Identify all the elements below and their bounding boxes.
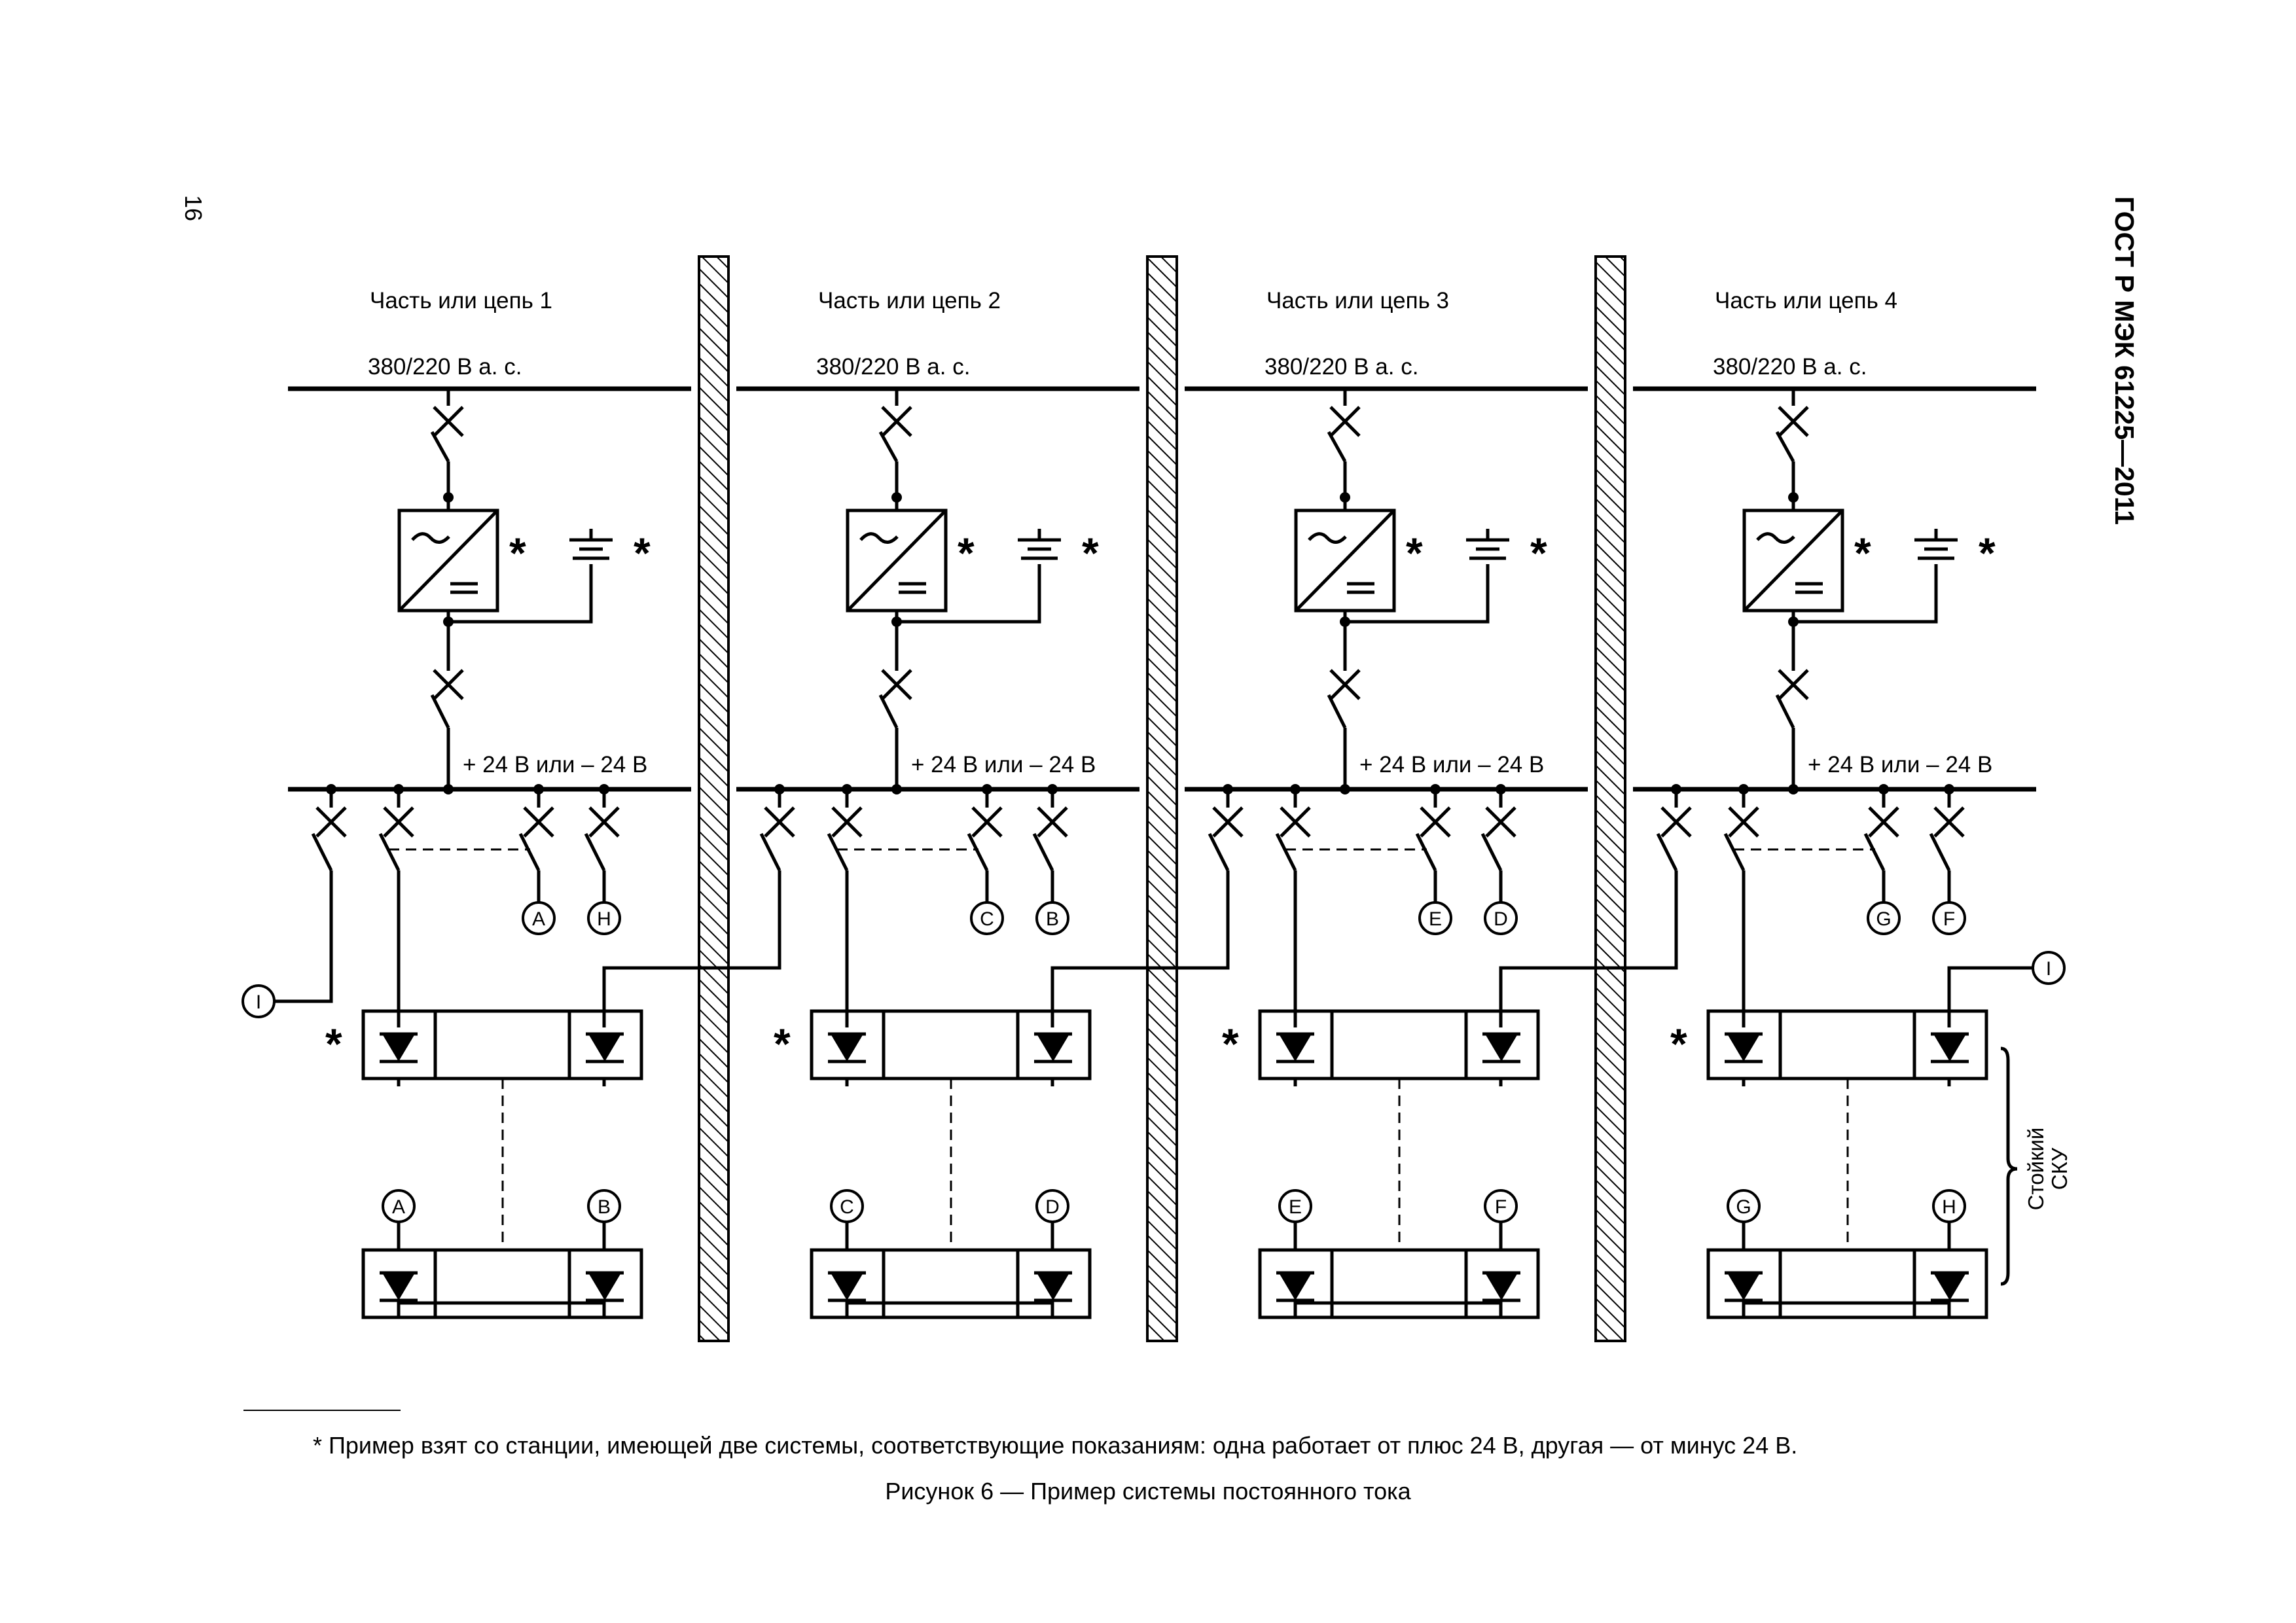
cable-section2-to-section3 xyxy=(1050,870,1230,1027)
cable-section1-to-section2 xyxy=(602,870,781,1027)
brace-label-line1: Стойкий xyxy=(2024,1128,2048,1211)
circuit-section-4: G F * * * G H xyxy=(1633,386,2036,1319)
section-3-diode-marker: * xyxy=(1222,1020,1239,1068)
section-1-battery-marker: * xyxy=(634,529,651,577)
loop-terminal-left-label: I xyxy=(256,991,261,1013)
section-1-outlet-2: H xyxy=(597,908,611,930)
section-4-ac-label: 380/220 В а. с. xyxy=(1713,354,1867,380)
circuit-section-2: C B * * * C D xyxy=(736,386,1139,1319)
section-2-outlet-2: B xyxy=(1046,908,1059,930)
section-2-battery-marker: * xyxy=(1082,529,1099,577)
section-2-outlet-1: C xyxy=(980,908,994,930)
section-4-converter-marker: * xyxy=(1854,529,1871,577)
section-2-diode-marker: * xyxy=(774,1020,791,1068)
section-3-converter-marker: * xyxy=(1406,529,1423,577)
section-4-dc-label: + 24 В или – 24 В xyxy=(1808,752,1992,777)
section-4-outlet-1: G xyxy=(1876,908,1891,930)
section-2-dc-label: + 24 В или – 24 В xyxy=(911,752,1096,777)
section-1-lower-2: B xyxy=(598,1196,611,1218)
partition-wall-1 xyxy=(698,255,730,1342)
page-number: 16 xyxy=(180,195,207,221)
section-2-lower-2: D xyxy=(1045,1196,1060,1218)
section-3-ac-label: 380/220 В а. с. xyxy=(1265,354,1418,380)
section-labels: Часть или цепь 1 Часть или цепь 2 Часть … xyxy=(368,288,1992,777)
section-3-lower-1: E xyxy=(1289,1196,1302,1218)
section-3-title: Часть или цепь 3 xyxy=(1266,288,1449,313)
section-1-title: Часть или цепь 1 xyxy=(370,288,552,313)
loop-terminal-right: I xyxy=(2032,951,2066,985)
footnote: * Пример взят со станции, имеющей две си… xyxy=(313,1432,1797,1459)
circuit-section-1: A H * * * A B xyxy=(288,386,691,1319)
section-4-lower-1: G xyxy=(1736,1196,1751,1218)
section-1-converter-marker: * xyxy=(509,529,526,577)
curly-brace xyxy=(2000,1046,2018,1286)
section-4-battery-marker: * xyxy=(1979,529,1996,577)
section-1-dc-label: + 24 В или – 24 В xyxy=(463,752,647,777)
section-2-ac-label: 380/220 В а. с. xyxy=(816,354,970,380)
section-3-battery-marker: * xyxy=(1530,529,1547,577)
circuit-section-3: E D * * * E F xyxy=(1185,386,1588,1319)
section-2-converter-marker: * xyxy=(958,529,975,577)
section-4-outlet-2: F xyxy=(1943,908,1955,930)
partition-wall-3 xyxy=(1594,255,1626,1342)
loop-terminal-right-label: I xyxy=(2046,958,2051,980)
cross-section-cables xyxy=(275,870,2032,1027)
loop-cable-left xyxy=(275,870,333,1003)
figure-caption: Рисунок 6 — Пример системы постоянного т… xyxy=(885,1478,1411,1505)
brace-label-line2: СКУ xyxy=(2047,1147,2072,1190)
cable-section3-to-section4 xyxy=(1499,870,1678,1027)
document-header: ГОСТ Р МЭК 61225—2011 xyxy=(2109,196,2140,525)
section-4-diode-marker: * xyxy=(1670,1020,1687,1068)
partition-walls xyxy=(698,255,1626,1342)
section-2-lower-1: C xyxy=(840,1196,854,1218)
section-3-dc-label: + 24 В или – 24 В xyxy=(1359,752,1544,777)
section-1-lower-1: A xyxy=(392,1196,405,1218)
section-1-ac-label: 380/220 В а. с. xyxy=(368,354,522,380)
partition-wall-2 xyxy=(1146,255,1178,1342)
section-4-lower-2: H xyxy=(1942,1196,1956,1218)
section-1-diode-marker: * xyxy=(325,1020,342,1068)
loop-terminal-left: I xyxy=(242,984,276,1018)
loop-cable-right xyxy=(1947,966,2032,1027)
section-3-outlet-2: D xyxy=(1494,908,1508,930)
section-1-outlet-1: A xyxy=(532,908,545,930)
section-4-title: Часть или цепь 4 xyxy=(1715,288,1897,313)
section-3-lower-2: F xyxy=(1495,1196,1507,1218)
section-2-title: Часть или цепь 2 xyxy=(818,288,1001,313)
section-3-outlet-1: E xyxy=(1429,908,1442,930)
